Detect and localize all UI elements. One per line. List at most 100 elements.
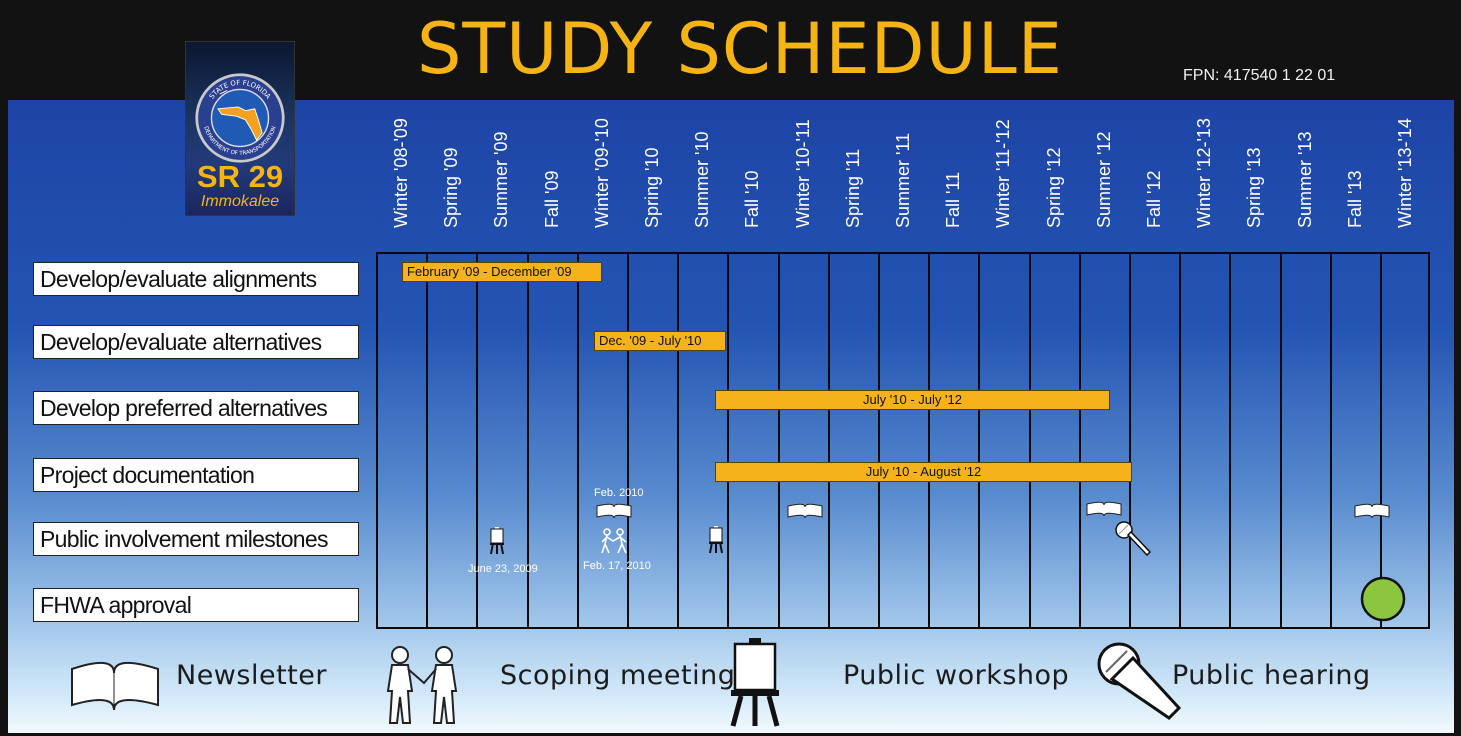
- people-icon: [601, 528, 627, 554]
- season-header: Winter '10-'11: [788, 108, 818, 248]
- fhwa-approval-milestone: [1360, 576, 1406, 622]
- season-label: Winter '10-'11: [792, 119, 813, 228]
- grid-column-line: [426, 252, 429, 629]
- season-label: Summer '12: [1093, 131, 1114, 228]
- season-label: Summer '09: [491, 131, 512, 228]
- season-label: Spring '09: [441, 147, 462, 229]
- legend-scoping: Scoping meeting: [500, 660, 736, 691]
- season-label: Fall '12: [1144, 170, 1164, 228]
- season-label: Winter '09-'10: [591, 118, 612, 228]
- microphone-legend-icon: [1097, 642, 1182, 720]
- grid-column-line: [1179, 252, 1182, 629]
- grid-column-line: [978, 252, 981, 629]
- easel-icon: [709, 526, 723, 554]
- grid-column-line: [928, 252, 931, 629]
- season-header: Spring '10: [637, 108, 667, 248]
- note-feb-17-2010: Feb. 17, 2010: [583, 560, 651, 572]
- season-label: Spring '11: [842, 148, 863, 228]
- season-header: Fall '10: [737, 108, 767, 248]
- newsletter-icon: [1354, 503, 1390, 519]
- season-label: Winter '11-'12: [993, 119, 1014, 228]
- task-fhwa: FHWA approval: [33, 588, 359, 622]
- season-header: Summer '10: [687, 108, 717, 248]
- grid-column-line: [576, 252, 579, 629]
- grid-column-line: [1279, 252, 1282, 629]
- season-header: Fall '11: [938, 108, 968, 248]
- season-label: Fall '09: [541, 170, 562, 228]
- grid-column-line: [878, 252, 880, 629]
- newsletter-icon: [787, 503, 823, 519]
- task-alignments: Develop/evaluate alignments: [33, 262, 359, 296]
- people-legend-icon: [386, 646, 458, 724]
- task-preferred: Develop preferred alternatives: [33, 391, 359, 425]
- season-header: Summer '12: [1089, 108, 1119, 248]
- season-header: Summer '09: [486, 108, 516, 248]
- newsletter-icon: [1086, 501, 1122, 517]
- season-header: Winter '12-'13: [1189, 108, 1219, 248]
- grid-column-line: [1380, 252, 1382, 629]
- season-header: Fall '12: [1139, 108, 1169, 248]
- grid-column-line: [526, 252, 529, 629]
- grid-column-line: [1229, 252, 1232, 629]
- grid-bottom-line: [376, 627, 1430, 629]
- season-header: Winter '09-'10: [587, 108, 617, 248]
- task-public-involvement: Public involvement milestones: [33, 522, 359, 556]
- sr29-logo: STATE OF FLORIDA DEPARTMENT OF TRANSPORT…: [185, 41, 295, 216]
- newsletter-icon: [596, 503, 632, 519]
- page-title: STUDY SCHEDULE: [416, 8, 1064, 90]
- season-header: Spring '11: [838, 108, 868, 248]
- easel-legend-icon: [730, 638, 780, 727]
- microphone-icon: [1115, 521, 1152, 557]
- grid-column-line: [1129, 252, 1131, 629]
- newsletter-legend-icon: [71, 662, 159, 711]
- bar-alignments: February '09 - December '09: [402, 262, 602, 282]
- grid-column-line: [827, 252, 830, 629]
- grid-column-line: [476, 252, 479, 629]
- season-label: Fall '11: [943, 171, 964, 228]
- fdot-seal-icon: STATE OF FLORIDA DEPARTMENT OF TRANSPORT…: [195, 73, 285, 163]
- grid-column-line: [627, 252, 629, 629]
- season-label: Winter '12-'13: [1194, 118, 1215, 228]
- season-header: Spring '12: [1039, 108, 1069, 248]
- season-header: Spring '09: [436, 108, 466, 248]
- season-header: Spring '13: [1239, 108, 1269, 248]
- legend-workshop: Public workshop: [843, 660, 1070, 691]
- logo-route: SR 29: [196, 159, 284, 194]
- season-header: Summer '13: [1290, 108, 1320, 248]
- task-documentation: Project documentation: [33, 458, 359, 492]
- bar-preferred: July '10 - July '12: [715, 390, 1110, 410]
- note-june-2009: June 23, 2009: [468, 563, 538, 575]
- grid-column-line: [1428, 252, 1430, 629]
- season-header: Fall '13: [1340, 108, 1370, 248]
- fpn-number: FPN: 417540 1 22 01: [1183, 67, 1336, 84]
- season-label: Summer '10: [692, 131, 713, 228]
- season-header: Fall '09: [537, 108, 567, 248]
- season-label: Winter '13-'14: [1395, 118, 1415, 228]
- bar-documentation: July '10 - August '12: [715, 462, 1132, 482]
- grid-column-line: [376, 252, 378, 629]
- grid-column-line: [727, 252, 730, 629]
- season-label: Fall '10: [742, 170, 763, 228]
- season-label: Spring '13: [1244, 147, 1265, 229]
- season-header: Winter '13-'14: [1390, 108, 1420, 248]
- grid-column-line: [1078, 252, 1081, 629]
- season-header: Summer '11: [888, 108, 918, 248]
- grid-column-line: [1329, 252, 1332, 629]
- grid-column-line: [1028, 252, 1031, 629]
- task-alternatives: Develop/evaluate alternatives: [33, 325, 359, 359]
- season-label: Spring '12: [1043, 147, 1064, 229]
- grid-column-line: [677, 252, 680, 629]
- note-feb-2010: Feb. 2010: [594, 487, 644, 499]
- easel-icon: [490, 527, 504, 555]
- legend-newsletter: Newsletter: [176, 660, 327, 691]
- season-label: Summer '13: [1294, 131, 1315, 228]
- schedule-grid: [376, 252, 1430, 629]
- grid-column-line: [777, 252, 780, 629]
- season-header: Winter '08-'09: [386, 108, 416, 248]
- logo-city: Immokalee: [200, 193, 280, 210]
- season-label: Spring '10: [642, 147, 662, 229]
- season-label: Fall '13: [1344, 170, 1365, 228]
- bar-alternatives: Dec. '09 - July '10: [594, 331, 726, 351]
- season-label: Summer '11: [893, 132, 913, 228]
- season-label: Winter '08-'09: [391, 118, 411, 228]
